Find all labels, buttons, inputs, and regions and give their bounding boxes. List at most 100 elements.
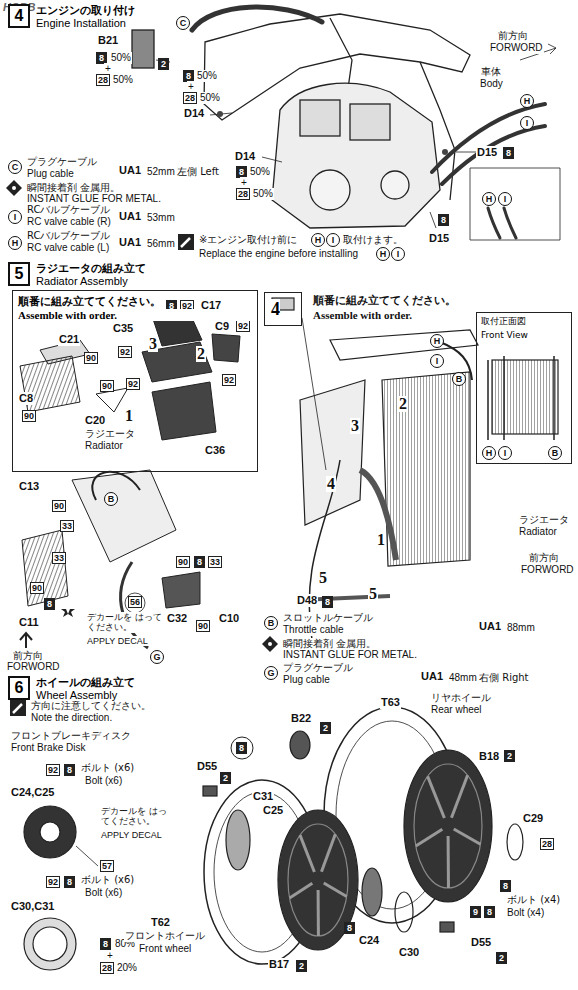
note-text: 左側 Left [176, 166, 220, 178]
circled-letter: C [8, 160, 22, 174]
glue-icon [6, 180, 22, 196]
note-text: 瞬間接着剤 金属用。 [26, 182, 121, 194]
color-code: 92 [118, 346, 132, 358]
step-number: 6 [8, 676, 30, 700]
part-number: C8 [18, 392, 34, 405]
part-number: C29 [522, 812, 544, 825]
note-text: Front wheel [138, 943, 192, 955]
note-text: フロントホイール [124, 930, 206, 942]
circled-letter: I [391, 247, 405, 261]
note-text: Note the direction. [30, 712, 113, 724]
color-code: 9 [470, 906, 481, 918]
color-code: 28 [236, 188, 250, 200]
note-text: Plug cable [282, 674, 331, 686]
wheel-spoke [447, 836, 450, 888]
circled-letter: B [264, 616, 278, 630]
wheel-spoke [428, 776, 445, 818]
color-code: 8 [64, 764, 75, 776]
part-number: UA1 [118, 210, 142, 223]
wrench-icon [10, 700, 26, 716]
color-code: 2 [296, 960, 307, 972]
part-number: C24,C25 [10, 786, 55, 799]
frame-drawing [132, 14, 560, 240]
color-code: 90 [100, 380, 114, 392]
note-text: RC valve cable (L) [26, 242, 110, 254]
color-code: 2 [220, 772, 231, 784]
circled-letter: H [482, 192, 496, 206]
circled-letter: B [452, 372, 466, 386]
part-number: C11 [18, 616, 40, 629]
color-code: 28 [183, 92, 197, 104]
color-code: 92 [46, 764, 60, 776]
note-text: 53mm [146, 212, 176, 224]
circled-letter: I [520, 116, 534, 130]
note-text: 50% [252, 188, 274, 200]
part-number: UA1 [478, 620, 502, 633]
note-text: ボルト (x6) [80, 874, 135, 886]
note-text: INSTANT GLUE FOR METAL. [26, 193, 162, 205]
note-text: Throttle cable [282, 624, 345, 636]
instruction-text: Assemble with order. [312, 309, 413, 322]
part-number: C32 [166, 612, 188, 625]
color-code: 8 [44, 598, 55, 610]
part-number: B17 [268, 958, 290, 971]
circled-letter: I [430, 354, 444, 368]
callout-number: 2 [398, 396, 408, 412]
color-code: 8 [322, 596, 333, 608]
note-text: 52mm [146, 166, 176, 178]
note-text: ボルト (x6) [80, 762, 135, 774]
color-code: 28 [96, 74, 110, 86]
note-text: Bolt (x4) [506, 907, 545, 919]
inset-box: 4 [264, 292, 302, 326]
circled-letter: H [8, 236, 22, 250]
part-number: C25 [262, 804, 284, 817]
color-code: 56 [128, 596, 142, 608]
note-text: Plug cable [26, 168, 75, 180]
note-text: プラグケーブル [26, 156, 98, 168]
color-code: 90 [52, 500, 66, 512]
note-text: スロットルケーブル [282, 612, 374, 624]
color-code: 33 [52, 552, 66, 564]
part-number: UA1 [118, 164, 142, 177]
note-text: 方向に注意してください。 [30, 700, 152, 712]
part-number: T63 [380, 696, 401, 709]
note-text: Bolt (x6) [84, 775, 123, 787]
note-text: 取付けます。 [342, 234, 404, 246]
wrench-icon [178, 234, 194, 250]
note-text: + [187, 81, 195, 93]
color-code: 8 [500, 880, 511, 892]
note-text: 50% [110, 52, 132, 64]
part-number: D55 [196, 760, 218, 773]
note-text: 50% [199, 92, 221, 104]
note-text: 前方向 [12, 650, 44, 662]
color-code: 8 [503, 147, 514, 159]
note-text: FORWORD [6, 661, 61, 673]
note-text: Front Brake Disk [10, 742, 86, 754]
color-code: 90 [22, 410, 36, 422]
part-number: D48 [296, 594, 318, 607]
part-number: D15 [428, 232, 450, 245]
note-text: + [104, 63, 112, 75]
color-code: 8 [64, 876, 75, 888]
callout-number: 2 [196, 346, 206, 362]
note-text: APPLY DECAL [100, 830, 163, 840]
node-text: エンジンの取り付け [36, 3, 135, 18]
note-text: Bolt (x6) [84, 887, 123, 899]
note-text: 50% [249, 166, 271, 178]
callout-number: 3 [350, 418, 360, 434]
note-text: INSTANT GLUE FOR METAL. [282, 649, 418, 661]
color-code: 8 [100, 938, 111, 950]
circled-letter: I [326, 233, 340, 247]
note-text: 車体 [480, 66, 502, 78]
color-code: 92 [222, 374, 236, 386]
circled-letter: G [150, 650, 164, 664]
part-number: B18 [478, 750, 500, 763]
part-number: C9 [214, 320, 230, 333]
note-text: ボルト (x4) [506, 894, 561, 906]
node-text: Wheel Assembly [36, 689, 117, 701]
circled-letter: H [311, 233, 325, 247]
circled-letter: H [482, 446, 496, 460]
part-number: C30,C31 [10, 900, 55, 913]
step-number: 4 [8, 4, 30, 28]
note-text: ラジエータ [84, 428, 136, 440]
